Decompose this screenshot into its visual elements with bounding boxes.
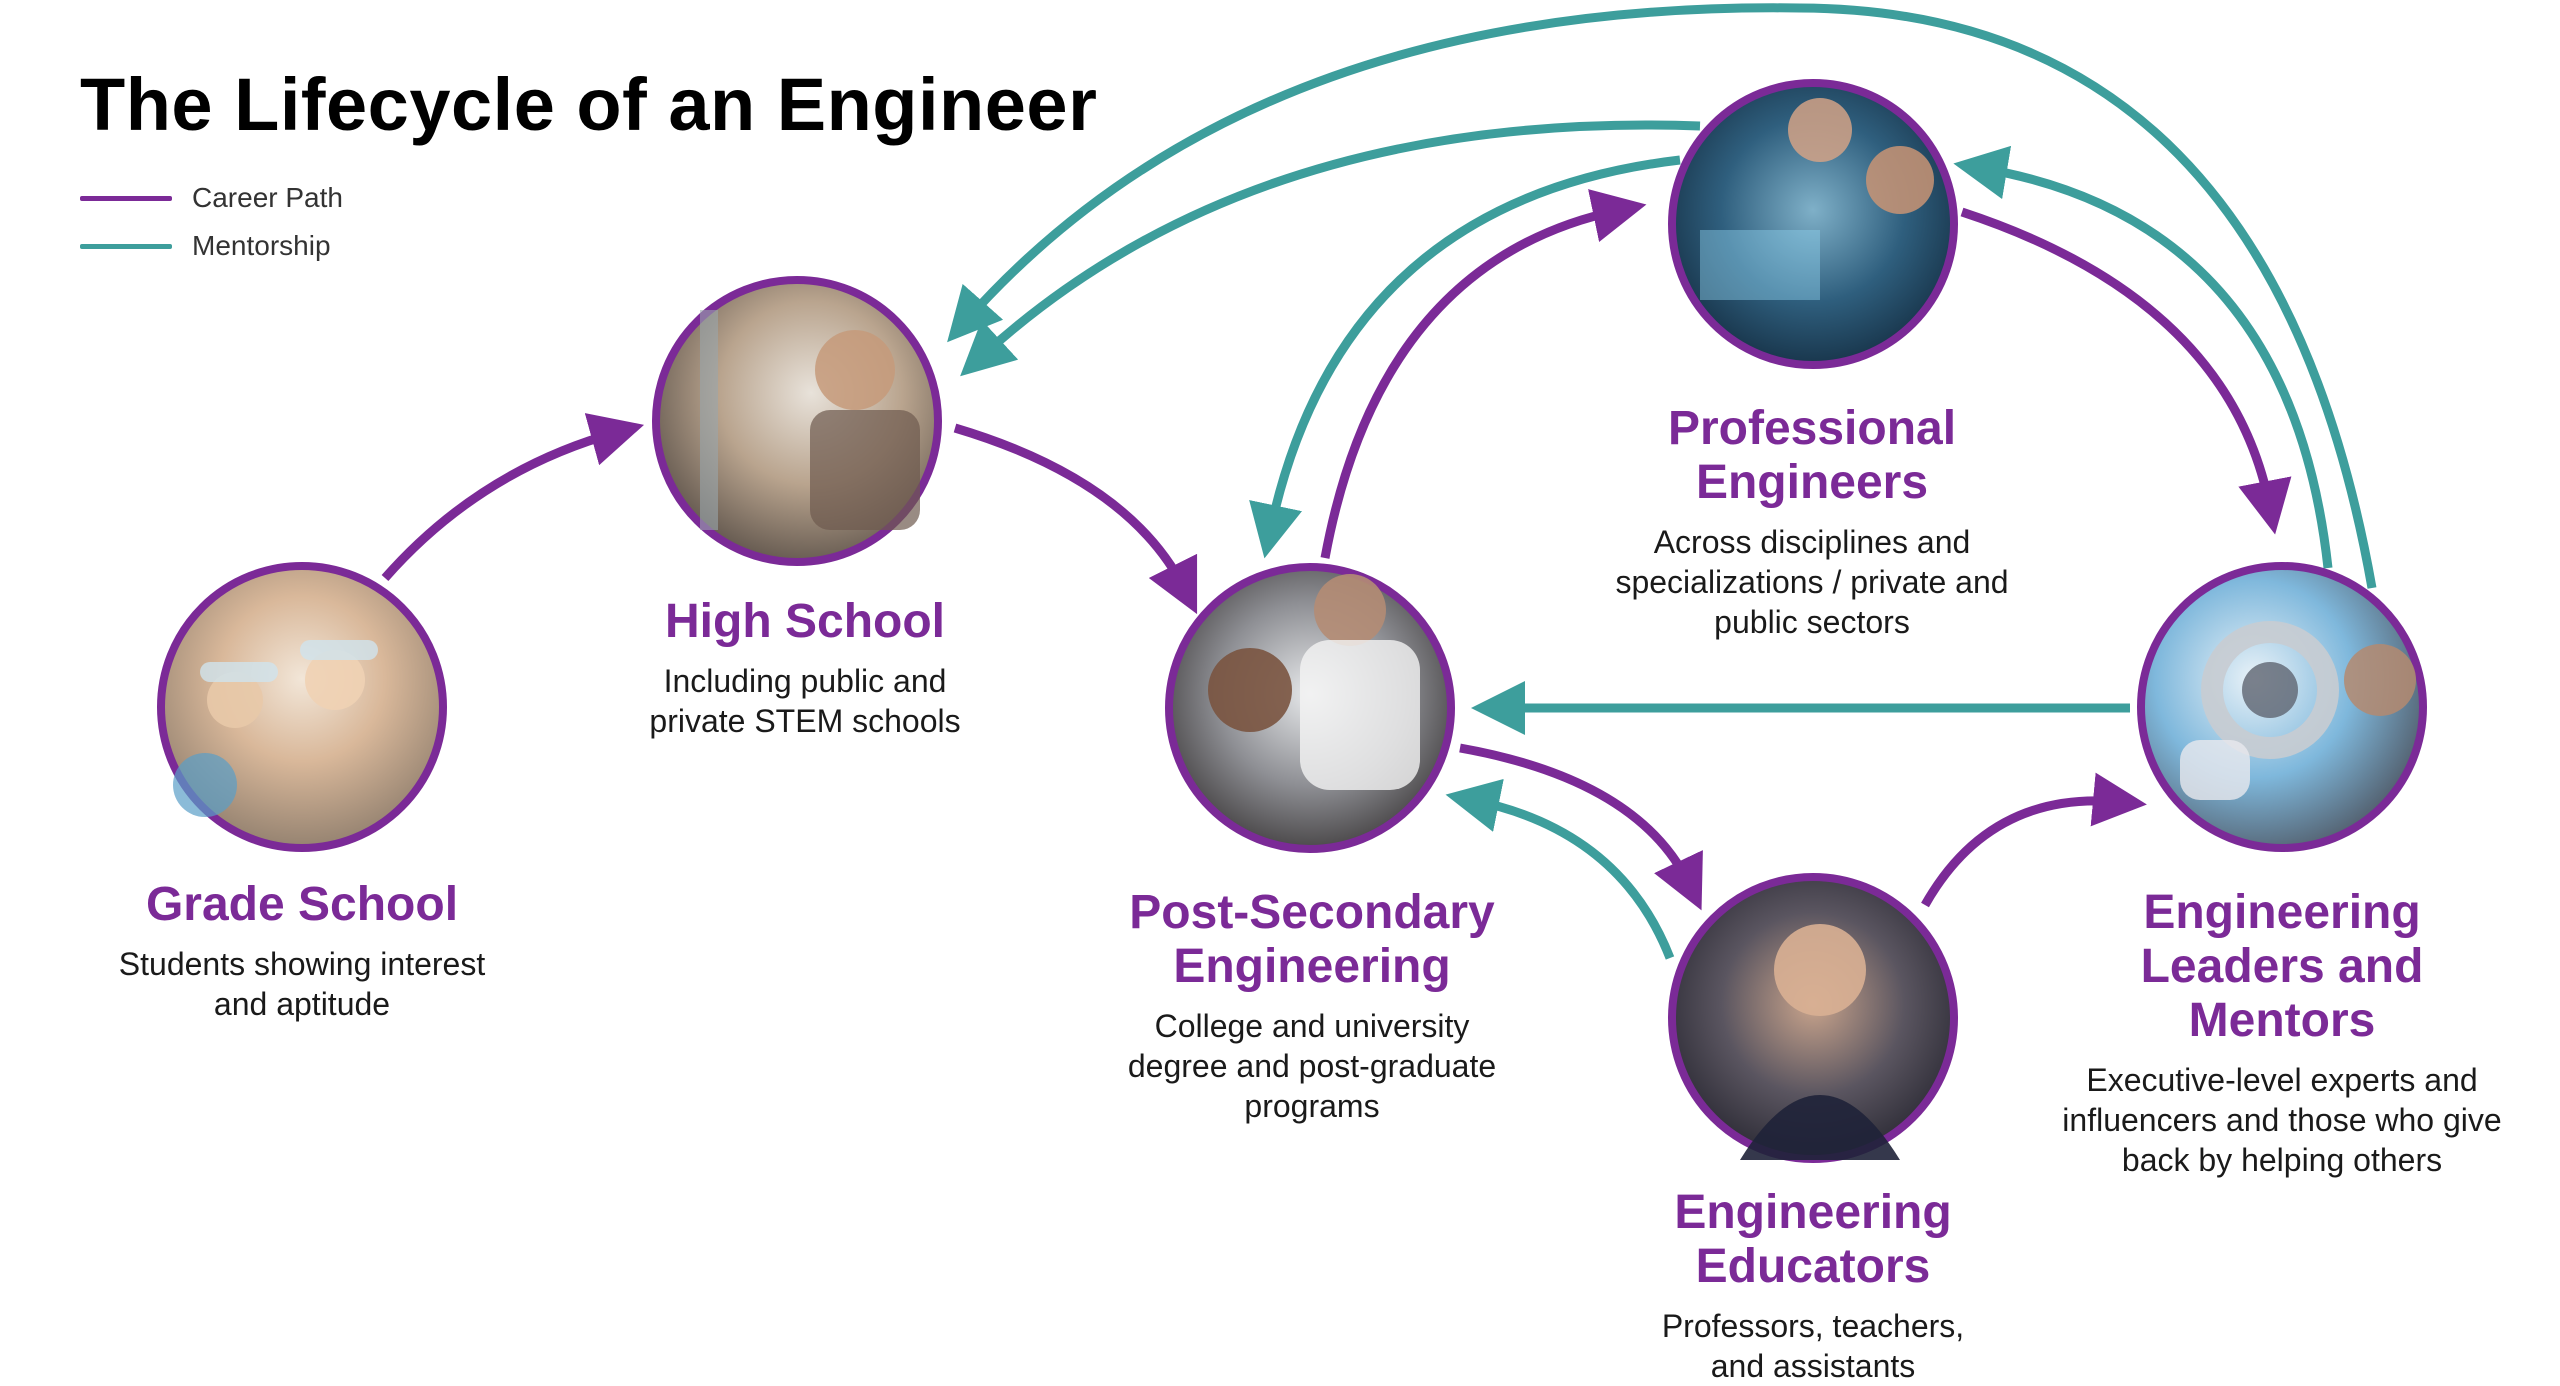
arrow-professional-to-high xyxy=(960,120,1701,377)
node-description: College and university degree and post-g… xyxy=(1127,1008,1497,1124)
node-description: Executive-level experts and influencers … xyxy=(2062,1062,2502,1178)
arrow-post-to-professional xyxy=(1320,189,1647,559)
career-path-swatch xyxy=(80,195,172,201)
arrow-leaders-to-high-outer xyxy=(947,3,2377,589)
node-educators: Engineering Educators Professors, teache… xyxy=(1603,1186,2023,1386)
legend: Career Path Mentorship xyxy=(80,174,343,270)
arrow-leaders-to-professional xyxy=(1953,145,2333,569)
node-grade-school: Grade School Students showing interest a… xyxy=(82,878,522,1024)
node-high-school-photo xyxy=(652,276,942,566)
node-title: High School xyxy=(665,595,945,648)
arrow-educators-to-leaders xyxy=(1921,772,2147,908)
career-path-arrows xyxy=(381,189,2292,911)
node-post-secondary-photo xyxy=(1165,563,1455,853)
arrow-grade-to-high xyxy=(381,413,645,581)
node-post-secondary: Post-Secondary Engineering College and u… xyxy=(1102,886,1522,1126)
node-professional-photo xyxy=(1668,79,1958,369)
legend-item-mentorship: Mentorship xyxy=(80,222,343,270)
node-professional: Professional Engineers Across discipline… xyxy=(1602,402,2022,642)
node-title: Grade School xyxy=(145,878,459,931)
mentorship-arrows xyxy=(947,3,2377,960)
arrow-high-to-post xyxy=(953,423,1198,615)
legend-label: Career Path xyxy=(192,182,343,213)
node-educators-photo xyxy=(1668,873,1958,1163)
node-leaders-photo xyxy=(2137,562,2427,852)
node-title: Post-Secondary Engineering xyxy=(1129,886,1495,993)
legend-label: Mentorship xyxy=(192,230,331,261)
node-title: Professional Engineers xyxy=(1667,402,1957,509)
node-leaders: Engineering Leaders and Mentors Executiv… xyxy=(2042,886,2522,1180)
arrow-educators-to-post xyxy=(1445,778,1675,960)
node-description: Across disciplines and specializations /… xyxy=(1615,524,2009,640)
arrow-professional-to-leaders xyxy=(1960,207,2292,535)
node-description: Professors, teachers, and assistants xyxy=(1661,1308,1965,1384)
node-high-school: High School Including public and private… xyxy=(585,595,1025,741)
mentorship-swatch xyxy=(80,243,172,249)
arrow-post-to-educators xyxy=(1459,743,1703,911)
page-title: The Lifecycle of an Engineer xyxy=(80,63,1098,146)
node-description: Students showing interest and aptitude xyxy=(118,946,486,1022)
arrow-professional-to-post xyxy=(1249,155,1681,559)
legend-item-career-path: Career Path xyxy=(80,174,343,222)
node-title: Engineering Leaders and Mentors xyxy=(2140,886,2424,1047)
node-title: Engineering Educators xyxy=(1674,1186,1952,1293)
node-description: Including public and private STEM school… xyxy=(649,663,961,739)
node-grade-school-photo xyxy=(157,562,447,852)
